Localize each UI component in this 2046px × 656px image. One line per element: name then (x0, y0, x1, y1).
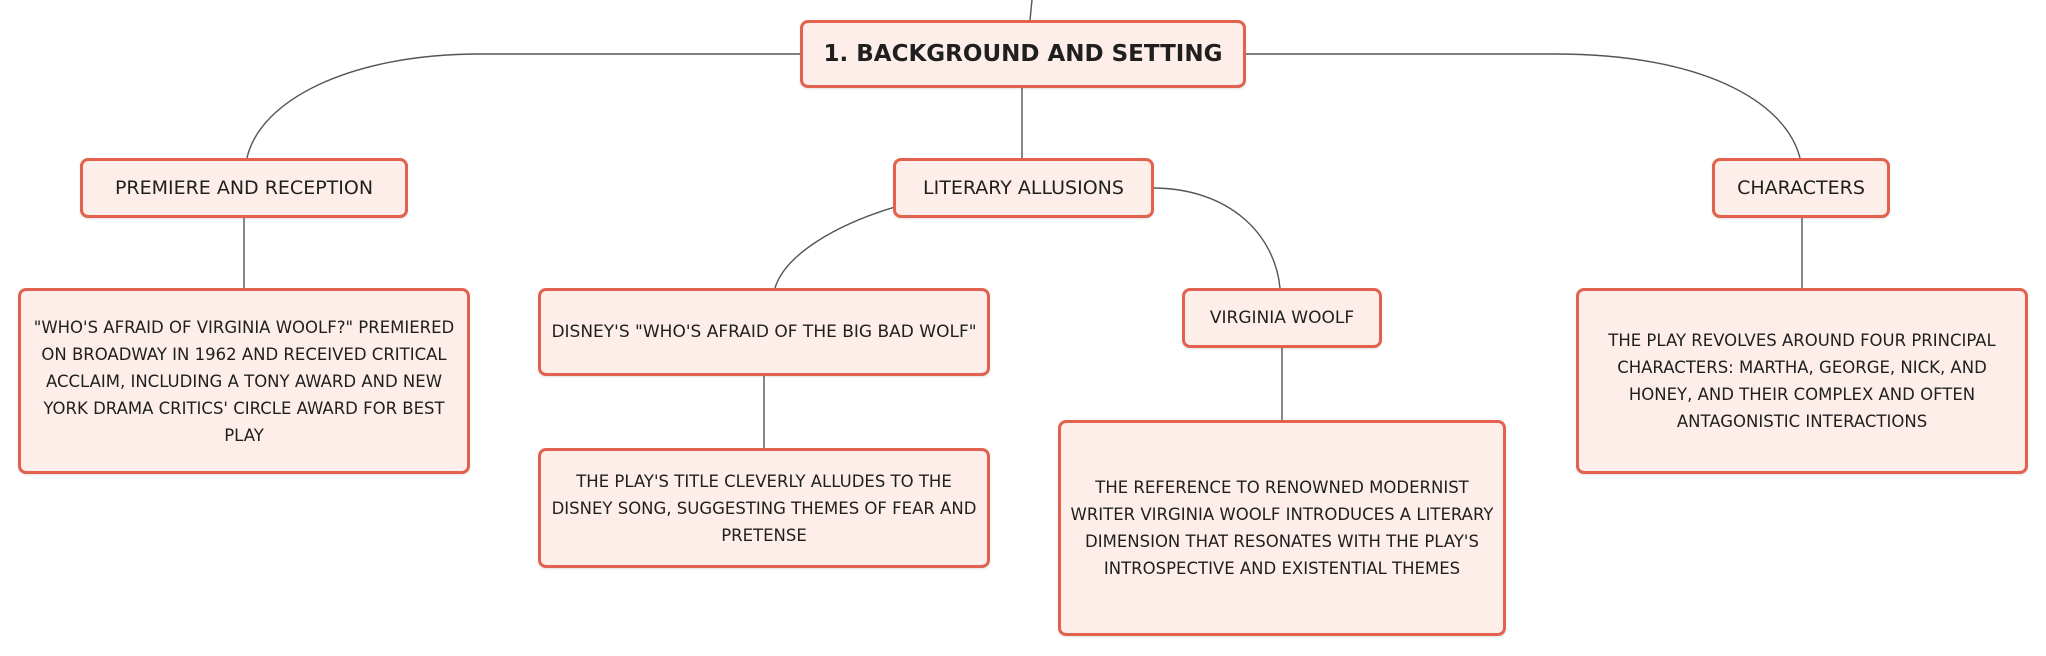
subtopic-disney-song[interactable]: DISNEY'S "WHO'S AFRAID OF THE BIG BAD WO… (538, 288, 990, 376)
connector-literary-to-woolf (1151, 187, 1281, 289)
detail-virginia-woolf[interactable]: THE REFERENCE TO RENOWNED MODERNIST WRIT… (1058, 420, 1506, 636)
connector-root-to-characters (1244, 53, 1801, 159)
detail-characters[interactable]: THE PLAY REVOLVES AROUND FOUR PRINCIPAL … (1576, 288, 2028, 474)
detail-disney-song[interactable]: THE PLAY'S TITLE CLEVERLY ALLUDES TO THE… (538, 448, 990, 568)
detail-text: "WHO'S AFRAID OF VIRGINIA WOOLF?" PREMIE… (33, 317, 455, 445)
detail-text: THE PLAY'S TITLE CLEVERLY ALLUDES TO THE… (551, 471, 977, 545)
topic-premiere-and-reception[interactable]: PREMIERE AND RECEPTION (80, 158, 408, 218)
connector-root-to-premiere (246, 53, 802, 159)
root-topic-label: 1. BACKGROUND AND SETTING (823, 41, 1223, 67)
topic-label: LITERARY ALLUSIONS (923, 177, 1124, 199)
topic-label: CHARACTERS (1737, 177, 1865, 199)
root-topic-node[interactable]: 1. BACKGROUND AND SETTING (800, 20, 1246, 88)
topic-characters[interactable]: CHARACTERS (1712, 158, 1890, 218)
topic-label: PREMIERE AND RECEPTION (114, 177, 374, 199)
subtopic-virginia-woolf[interactable]: VIRGINIA WOOLF (1182, 288, 1382, 348)
subtopic-label: VIRGINIA WOOLF (1209, 308, 1355, 328)
subtopic-label: DISNEY'S "WHO'S AFRAID OF THE BIG BAD WO… (551, 322, 977, 342)
detail-premiere-and-reception[interactable]: "WHO'S AFRAID OF VIRGINIA WOOLF?" PREMIE… (18, 288, 470, 474)
connector-literary-to-disney (774, 206, 896, 289)
topic-literary-allusions[interactable]: LITERARY ALLUSIONS (893, 158, 1154, 218)
detail-text: THE PLAY REVOLVES AROUND FOUR PRINCIPAL … (1608, 331, 1996, 431)
detail-text: THE REFERENCE TO RENOWNED MODERNIST WRIT… (1070, 478, 1494, 578)
connector-parent-to-root (1029, 0, 1033, 21)
